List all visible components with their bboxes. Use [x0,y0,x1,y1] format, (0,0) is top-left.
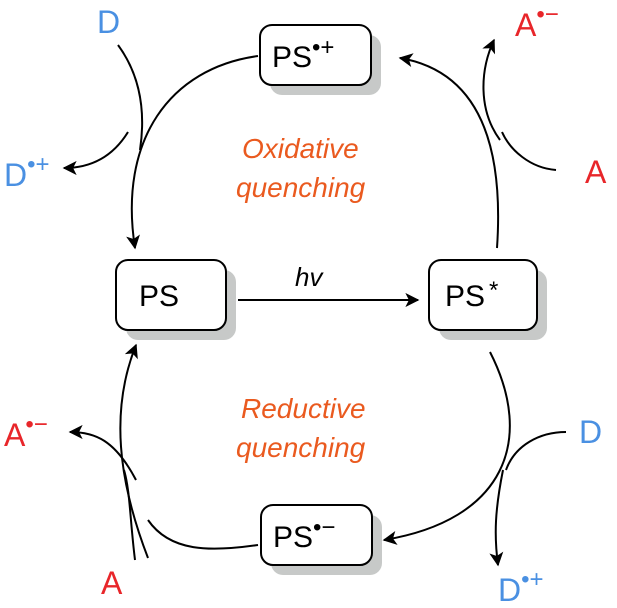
donor-radical-top-left-base: D [4,157,27,193]
ps-excited-mark: * [489,277,498,304]
ps-reduced-charge: •− [313,514,335,541]
acceptor-radical-bottom-left: A•− [4,411,48,453]
ps-ground-label: PS [139,280,179,313]
reductive-quenching-line2: quenching [236,432,366,463]
reduced-to-ground-arrow [119,343,149,559]
acceptor-top-right: A [585,154,607,190]
ps-ground-box-frame [115,259,227,331]
ps-excited-label: PS* [445,277,498,313]
donor-radical-bottom-right-out-arrow [489,469,504,567]
ps-ground-base: PS [139,280,179,313]
reduced-left-connector [147,519,259,550]
excited-to-oxidized-arrow [398,53,500,249]
donor-bottom-right: D [579,414,602,450]
ps-oxidized-charge: •+ [312,34,334,61]
oxidative-quenching-line2: quenching [236,172,366,203]
acceptor-bottom-left-in-arrow [123,469,136,561]
acceptor-radical-bottom-left-charge: •− [25,411,47,438]
ps-reduced-box: PS•− [260,504,382,575]
oxidized-to-ground-arrow [126,55,259,250]
excited-to-reduced-arrow [382,351,511,545]
ps-oxidized-label: PS•+ [272,34,334,74]
donor-radical-top-left-out-arrow [62,131,129,175]
donor-bottom-right-in-arrow [505,431,567,471]
reductive-quenching-line1: Reductive [241,393,366,424]
acceptor-bottom-left: A [101,565,123,601]
donor-radical-bottom-right-charge: •+ [521,566,543,593]
acceptor-radical-bottom-left-base: A [4,417,26,453]
donor-top-left-in-arrow [117,44,144,151]
ps-oxidized-base: PS [272,41,312,74]
oxidative-quenching-line1: Oxidative [242,133,359,164]
donor-radical-bottom-right-base: D [498,572,521,608]
donor-radical-top-left: D•+ [4,151,50,193]
acceptor-top-right-in-arrow [501,131,557,171]
ps-excited-base: PS [445,280,485,313]
acceptor-radical-bottom-left-out-arrow [68,425,137,481]
ps-reduced-box-frame [260,504,373,566]
acceptor-radical-top-right: A•− [515,1,559,43]
ps-oxidized-box: PS•+ [259,24,381,95]
acceptor-radical-top-right-out-arrow [482,38,501,141]
donor-radical-top-left-charge: •+ [27,151,49,178]
acceptor-radical-top-right-base: A [515,7,537,43]
donor-top-left: D [97,4,120,40]
acceptor-radical-top-right-charge: •− [536,1,558,28]
ps-reduced-label: PS•− [273,514,335,554]
excitation-label: hv [295,262,324,292]
ps-oxidized-box-frame [259,24,372,86]
ps-reduced-base: PS [273,521,313,554]
ps-excited-box: PS* [428,259,547,340]
ps-ground-box: PS [115,259,236,340]
donor-radical-bottom-right: D•+ [498,566,544,608]
ps-excited-box-frame [428,259,538,331]
